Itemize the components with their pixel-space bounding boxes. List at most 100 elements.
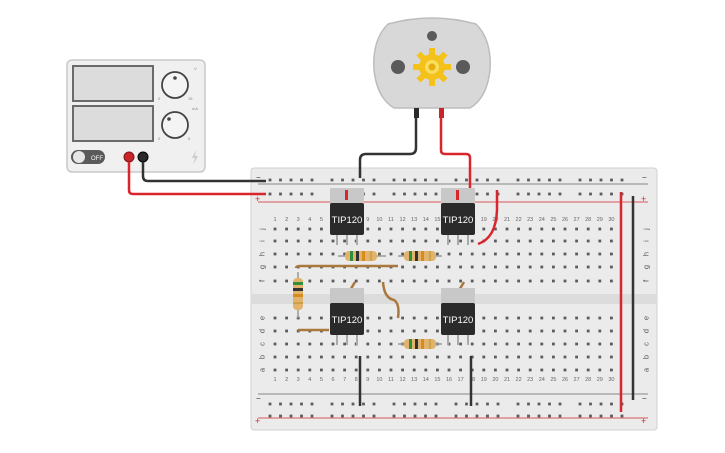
breadboard-hole[interactable] xyxy=(505,279,509,283)
breadboard-hole[interactable] xyxy=(310,414,314,418)
breadboard-hole[interactable] xyxy=(563,227,567,231)
breadboard-hole[interactable] xyxy=(296,239,300,243)
breadboard-hole[interactable] xyxy=(517,316,520,320)
breadboard-hole[interactable] xyxy=(505,227,509,231)
breadboard-hole[interactable] xyxy=(505,252,509,256)
breadboard-hole[interactable] xyxy=(494,227,497,231)
breadboard-hole[interactable] xyxy=(517,355,520,359)
breadboard-hole[interactable] xyxy=(610,414,613,418)
breadboard-hole[interactable] xyxy=(552,239,555,243)
breadboard-hole[interactable] xyxy=(540,227,544,231)
breadboard-hole[interactable] xyxy=(279,192,282,196)
breadboard-hole[interactable] xyxy=(351,414,355,418)
breadboard-hole[interactable] xyxy=(412,329,416,333)
breadboard-hole[interactable] xyxy=(331,279,335,283)
breadboard-hole[interactable] xyxy=(289,402,293,406)
breadboard-hole[interactable] xyxy=(527,402,530,406)
breadboard-hole[interactable] xyxy=(389,252,393,256)
wire-brown-curve[interactable] xyxy=(381,281,400,319)
breadboard-hole[interactable] xyxy=(494,355,497,359)
breadboard-hole[interactable] xyxy=(434,402,438,406)
breadboard-hole[interactable] xyxy=(389,239,393,243)
breadboard-hole[interactable] xyxy=(552,329,555,333)
breadboard-hole[interactable] xyxy=(610,279,613,283)
breadboard-hole[interactable] xyxy=(308,342,312,346)
breadboard-hole[interactable] xyxy=(610,178,613,182)
breadboard-hole[interactable] xyxy=(482,342,486,346)
breadboard-hole[interactable] xyxy=(586,265,590,269)
positive-terminal[interactable] xyxy=(123,151,135,163)
breadboard-hole[interactable] xyxy=(454,178,458,182)
breadboard-hole[interactable] xyxy=(459,368,462,372)
breadboard-hole[interactable] xyxy=(401,227,404,231)
breadboard-hole[interactable] xyxy=(436,252,439,256)
breadboard-hole[interactable] xyxy=(341,178,344,182)
breadboard-hole[interactable] xyxy=(273,355,277,359)
breadboard-hole[interactable] xyxy=(540,239,544,243)
breadboard-hole[interactable] xyxy=(620,414,624,418)
breadboard-hole[interactable] xyxy=(308,252,312,256)
breadboard-hole[interactable] xyxy=(482,368,486,372)
breadboard-hole[interactable] xyxy=(378,355,381,359)
breadboard-hole[interactable] xyxy=(505,342,509,346)
breadboard-hole[interactable] xyxy=(527,414,530,418)
breadboard-hole[interactable] xyxy=(296,355,300,359)
breadboard-hole[interactable] xyxy=(516,192,520,196)
breadboard-hole[interactable] xyxy=(268,414,272,418)
breadboard-hole[interactable] xyxy=(424,316,428,320)
breadboard-hole[interactable] xyxy=(320,279,323,283)
resistor-4[interactable] xyxy=(398,339,442,349)
breadboard-hole[interactable] xyxy=(320,227,323,231)
breadboard-hole[interactable] xyxy=(482,252,486,256)
breadboard-hole[interactable] xyxy=(413,192,417,196)
breadboard-hole[interactable] xyxy=(424,192,427,196)
breadboard-hole[interactable] xyxy=(558,178,562,182)
breadboard-hole[interactable] xyxy=(354,279,358,283)
wire-red-jumper-right[interactable] xyxy=(477,190,499,246)
breadboard-hole[interactable] xyxy=(436,316,439,320)
breadboard-hole[interactable] xyxy=(516,178,520,182)
breadboard-hole[interactable] xyxy=(552,265,555,269)
breadboard-hole[interactable] xyxy=(436,239,439,243)
power-supply[interactable]: V 0 15 mA 0 5 OFF xyxy=(66,59,206,173)
breadboard-hole[interactable] xyxy=(378,239,381,243)
breadboard-hole[interactable] xyxy=(289,178,293,182)
breadboard-hole[interactable] xyxy=(528,239,532,243)
breadboard-hole[interactable] xyxy=(268,178,272,182)
wire-motor-red[interactable] xyxy=(439,118,472,190)
breadboard-hole[interactable] xyxy=(413,414,417,418)
breadboard-hole[interactable] xyxy=(343,252,346,256)
breadboard-hole[interactable] xyxy=(540,252,544,256)
breadboard-hole[interactable] xyxy=(424,178,427,182)
breadboard-hole[interactable] xyxy=(552,355,555,359)
breadboard-hole[interactable] xyxy=(494,368,497,372)
breadboard-hole[interactable] xyxy=(389,227,393,231)
breadboard-hole[interactable] xyxy=(413,178,417,182)
breadboard-hole[interactable] xyxy=(589,178,592,182)
breadboard-hole[interactable] xyxy=(372,178,376,182)
breadboard-hole[interactable] xyxy=(436,265,439,269)
breadboard-hole[interactable] xyxy=(586,316,590,320)
breadboard-hole[interactable] xyxy=(517,239,520,243)
breadboard-hole[interactable] xyxy=(459,252,462,256)
breadboard-hole[interactable] xyxy=(273,316,277,320)
breadboard-hole[interactable] xyxy=(494,239,497,243)
breadboard-hole[interactable] xyxy=(548,178,551,182)
breadboard-hole[interactable] xyxy=(563,329,567,333)
breadboard-hole[interactable] xyxy=(540,342,544,346)
breadboard-hole[interactable] xyxy=(447,279,451,283)
breadboard-hole[interactable] xyxy=(354,368,358,372)
breadboard-hole[interactable] xyxy=(552,252,555,256)
breadboard-hole[interactable] xyxy=(424,279,428,283)
breadboard-hole[interactable] xyxy=(289,192,293,196)
breadboard-hole[interactable] xyxy=(563,355,567,359)
breadboard-hole[interactable] xyxy=(310,402,314,406)
breadboard-hole[interactable] xyxy=(599,414,603,418)
breadboard-hole[interactable] xyxy=(465,178,468,182)
breadboard-hole[interactable] xyxy=(496,414,500,418)
breadboard-hole[interactable] xyxy=(403,192,406,196)
breadboard-hole[interactable] xyxy=(552,368,555,372)
breadboard-hole[interactable] xyxy=(447,368,451,372)
wire-motor-black[interactable] xyxy=(358,118,418,178)
breadboard-hole[interactable] xyxy=(558,192,562,196)
